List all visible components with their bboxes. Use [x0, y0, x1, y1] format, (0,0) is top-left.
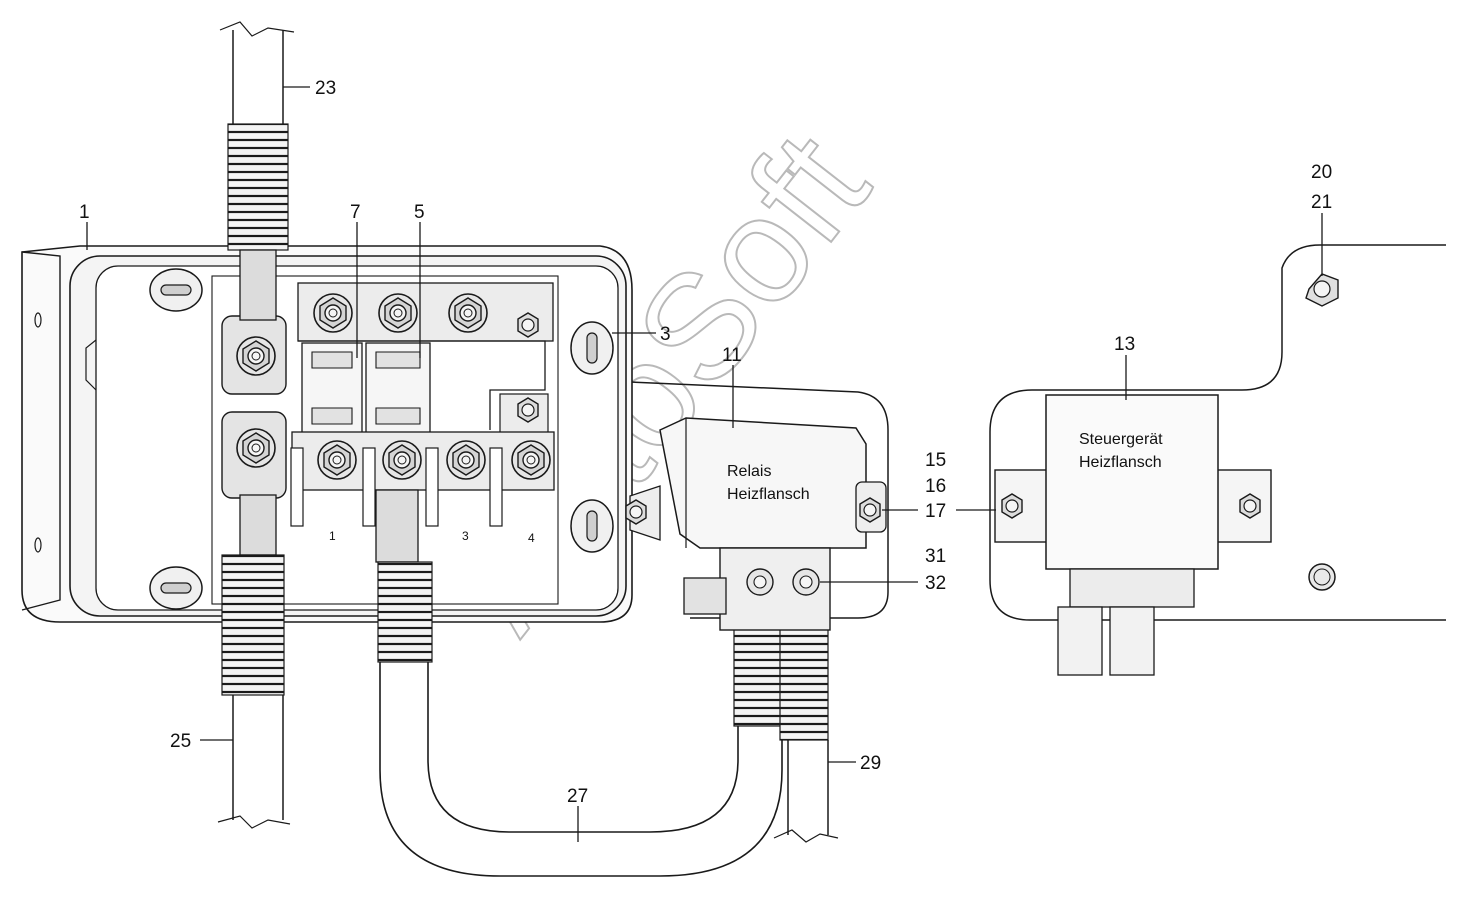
- steuer-label-line2: Heizflansch: [1079, 454, 1162, 471]
- callout-15: 15: [925, 450, 946, 471]
- callout-21: 21: [1311, 192, 1332, 213]
- cable-23-25: [217, 21, 295, 829]
- callout-3: 3: [660, 324, 671, 345]
- relais-label-line1: Relais: [727, 463, 771, 480]
- callout-32: 32: [925, 573, 946, 594]
- callout-5: 5: [414, 202, 425, 223]
- cable-29: [773, 627, 839, 843]
- callout-20: 20: [1311, 162, 1332, 183]
- callout-13: 13: [1114, 334, 1135, 355]
- callouts: 1 23 7 5 3 11 13 20 21 15 16 17 31 32 25…: [79, 78, 1332, 807]
- callout-27: 27: [567, 786, 588, 807]
- junction-box: [21, 245, 633, 623]
- cable-27: [375, 489, 783, 877]
- callout-1: 1: [79, 202, 90, 223]
- terminal-labels: 1 3 4: [329, 529, 535, 545]
- callout-25: 25: [170, 731, 191, 752]
- callout-31: 31: [925, 546, 946, 567]
- terminal-3: 3: [462, 529, 469, 543]
- callout-11: 11: [722, 345, 742, 366]
- terminal-4: 4: [528, 531, 535, 545]
- leader-lines: [86, 86, 1323, 842]
- component-labels: Relais Heizflansch Steuergerät Heizflans…: [727, 431, 1163, 503]
- relais-heizflansch: [625, 417, 887, 631]
- steuer-label-line1: Steuergerät: [1079, 431, 1163, 448]
- callout-23: 23: [315, 78, 336, 99]
- relais-label-line2: Heizflansch: [727, 486, 810, 503]
- terminal-1: 1: [329, 529, 336, 543]
- callout-29: 29: [860, 753, 881, 774]
- callout-7: 7: [350, 202, 361, 223]
- callout-16: 16: [925, 476, 946, 497]
- callout-17: 17: [925, 501, 946, 522]
